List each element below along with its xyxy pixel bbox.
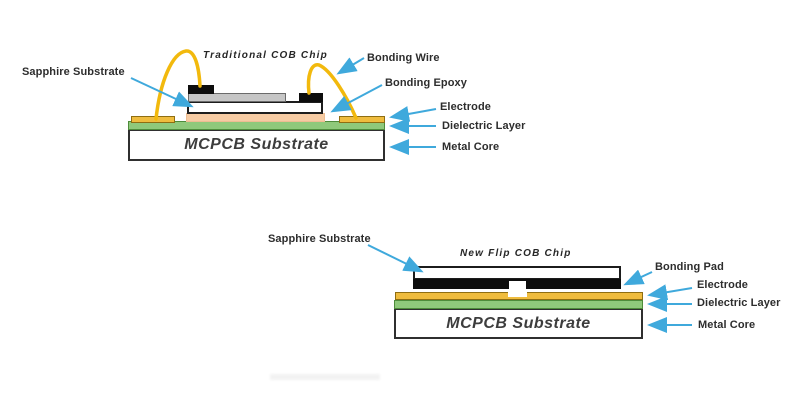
arrow-traditional-bonding-epoxy xyxy=(330,84,383,113)
flip-dielectric-layer xyxy=(394,300,643,309)
traditional-dielectric-label: Dielectric Layer xyxy=(442,120,526,132)
traditional-chip-pad-right xyxy=(299,93,323,102)
traditional-title: Traditional COB Chip xyxy=(203,50,328,61)
traditional-bonding-wire-label: Bonding Wire xyxy=(367,52,440,64)
traditional-chip-epi-layer xyxy=(188,93,286,102)
traditional-electrode-left xyxy=(131,116,175,123)
arrow-traditional-bonding-wire xyxy=(336,57,365,75)
flip-sapphire-substrate-layer xyxy=(413,266,621,280)
flip-title: New Flip COB Chip xyxy=(460,248,572,259)
traditional-metal-core-label: Metal Core xyxy=(442,141,500,153)
flip-bonding-pad-gap xyxy=(509,281,526,289)
traditional-electrode-label: Electrode xyxy=(440,101,492,113)
flip-electrode-label: Electrode xyxy=(697,279,749,291)
flip-electrode-gap xyxy=(508,292,527,297)
arrow-flip-bonding-pad xyxy=(623,269,653,286)
flip-mcpcb-substrate-text: MCPCB Substrate xyxy=(446,314,591,332)
arrow-flip-electrode xyxy=(647,284,693,301)
flip-dielectric-label: Dielectric Layer xyxy=(697,297,781,309)
traditional-mcpcb-substrate-box: MCPCB Substrate xyxy=(128,129,385,161)
watermark-smudge xyxy=(270,374,380,380)
traditional-bonding-epoxy-layer xyxy=(186,113,325,122)
traditional-electrode-right xyxy=(339,116,385,123)
flip-mcpcb-substrate-box: MCPCB Substrate xyxy=(394,308,643,339)
traditional-sapphire-label: Sapphire Substrate xyxy=(22,66,125,78)
arrow-traditional-electrode xyxy=(389,106,437,122)
traditional-bonding-epoxy-label: Bonding Epoxy xyxy=(385,77,467,89)
arrow-traditional-sapphire xyxy=(130,77,194,108)
flip-sapphire-label: Sapphire Substrate xyxy=(268,233,371,245)
flip-metal-core-label: Metal Core xyxy=(698,319,756,331)
flip-bonding-pad-label: Bonding Pad xyxy=(655,261,724,273)
traditional-chip-pad-left xyxy=(188,85,214,94)
traditional-mcpcb-substrate-text: MCPCB Substrate xyxy=(184,136,329,153)
traditional-sapphire-substrate-layer xyxy=(187,101,323,114)
